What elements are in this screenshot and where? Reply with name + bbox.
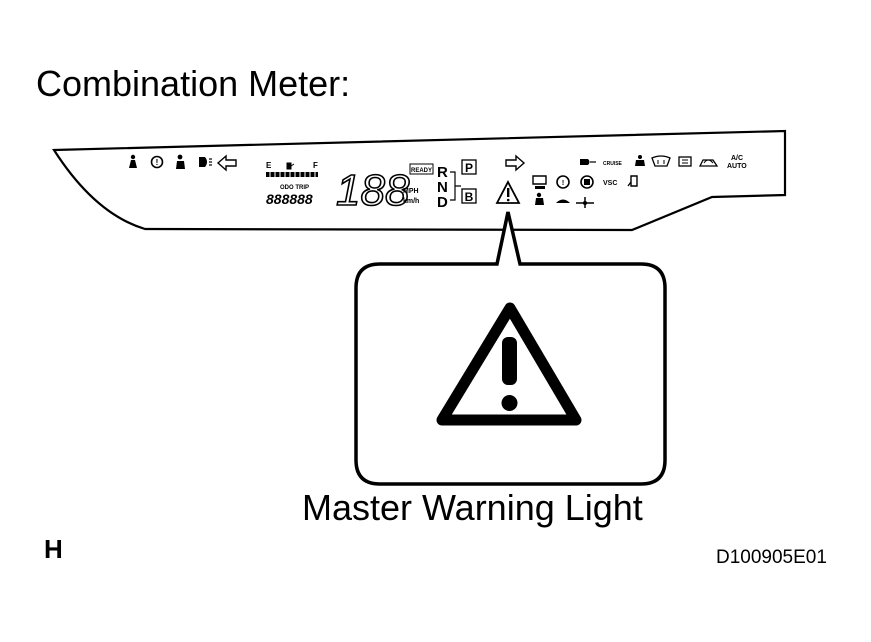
speedometer-digits: 188 xyxy=(336,166,410,215)
seatbelt-warning-icon xyxy=(129,154,137,168)
shift-b: B xyxy=(465,190,474,204)
shift-p: P xyxy=(465,161,473,175)
callout-label: Master Warning Light xyxy=(302,487,643,528)
auto-indicator: AUTO xyxy=(727,163,747,170)
left-turn-signal-icon xyxy=(216,154,237,172)
svg-text:F: F xyxy=(313,161,318,170)
shift-n: N xyxy=(437,179,448,196)
svg-text:E: E xyxy=(266,161,272,170)
svg-text:!: ! xyxy=(156,158,159,167)
speed-unit-mph: MPH xyxy=(403,188,419,195)
shift-gate-icon xyxy=(450,171,461,201)
figure-code: D100905E01 xyxy=(716,547,827,568)
shift-r: R xyxy=(437,164,448,181)
ready-indicator xyxy=(409,163,434,175)
ready-label: READY xyxy=(411,168,432,174)
svg-text:!: ! xyxy=(562,180,564,187)
odo-trip-label: ODO TRIP xyxy=(280,185,309,191)
diagram-title: Combination Meter: xyxy=(36,63,351,104)
rear-defrost-icon xyxy=(678,156,692,167)
shift-p-box xyxy=(461,159,477,175)
abs-warning-icon: ! xyxy=(556,175,570,189)
master-warning-icon xyxy=(495,180,521,204)
master-warning-large-icon xyxy=(436,302,582,426)
recirculation-icon xyxy=(698,159,719,167)
airbag-warning-icon xyxy=(176,154,185,169)
check-engine-icon xyxy=(532,175,547,189)
vsc-indicator: VSC xyxy=(603,180,617,187)
brake-system-icon xyxy=(580,175,594,189)
child-seat-icon xyxy=(635,155,645,166)
shift-d: D xyxy=(437,194,448,211)
slip-indicator-icon xyxy=(556,199,570,203)
fuel-gauge: E F xyxy=(266,161,318,177)
speed-unit-kmh: km/h xyxy=(403,198,419,205)
odometer-display: 888888 xyxy=(266,191,313,207)
windshield-defrost-icon xyxy=(651,155,671,167)
door-ajar-icon xyxy=(627,175,638,187)
ac-indicator: A/C xyxy=(731,155,743,162)
passenger-seatbelt-icon xyxy=(535,192,544,205)
cruise-indicator: CRUISE xyxy=(603,161,623,167)
hybrid-system-icon xyxy=(576,197,594,208)
corner-letter: H xyxy=(44,534,63,564)
right-turn-signal-icon xyxy=(505,154,526,172)
meter-outline xyxy=(52,129,787,232)
headlight-indicator-icon xyxy=(199,157,212,167)
fog-light-icon xyxy=(580,159,596,165)
brake-warning-icon: ! xyxy=(150,155,164,169)
shift-b-box xyxy=(461,188,477,204)
